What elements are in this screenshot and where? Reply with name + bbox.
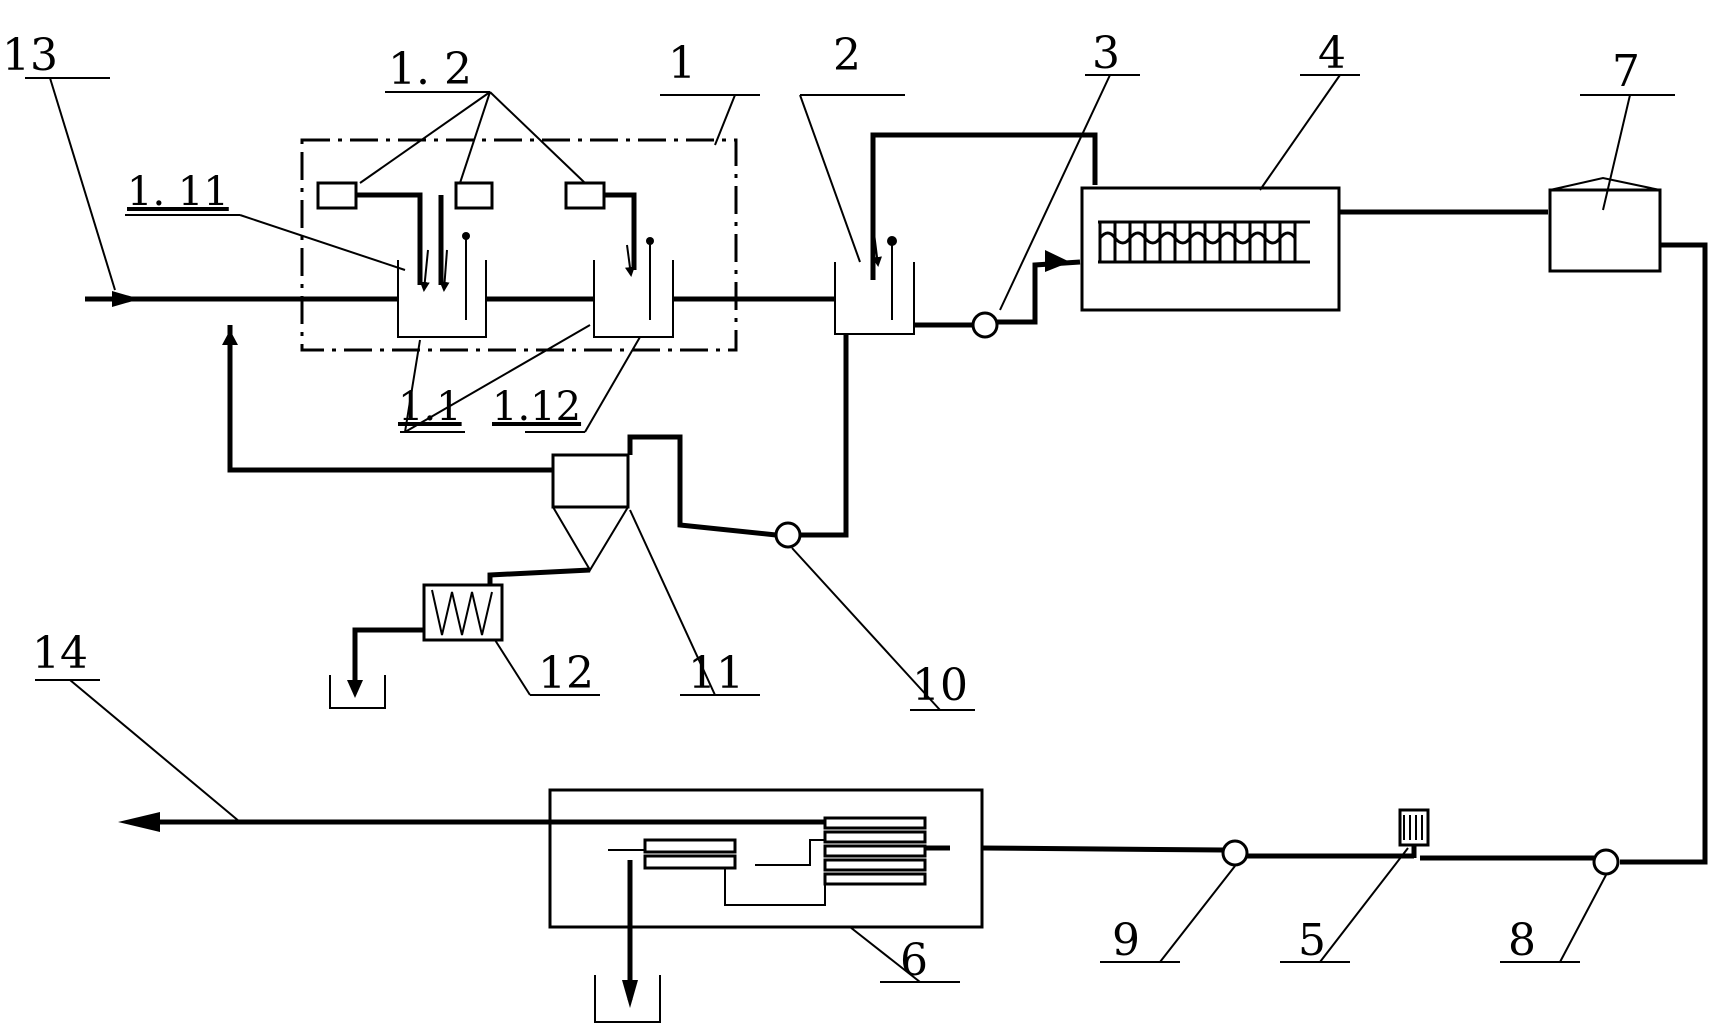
leader-lines <box>25 74 1675 983</box>
tank-2 <box>834 262 915 335</box>
label-1: 1 <box>668 38 696 89</box>
pump-10 <box>774 521 802 549</box>
settler-11-cone <box>552 506 629 572</box>
unit-1-enclosure <box>300 138 738 352</box>
label-10: 10 <box>912 660 968 711</box>
pump-9 <box>1221 839 1249 867</box>
label-1-11: 1. 11 <box>127 169 229 215</box>
dosing-line-1 <box>356 192 423 285</box>
pipe-7-to-8 <box>1620 242 1708 865</box>
ro-membranes <box>643 816 927 886</box>
recycle-line <box>227 325 553 473</box>
dosing-box-3 <box>564 181 606 210</box>
drain-12 <box>352 627 424 690</box>
pump-3 <box>971 311 999 339</box>
label-1-2: 1. 2 <box>388 44 472 95</box>
label-13: 13 <box>2 30 58 81</box>
drain-vessel-12 <box>329 675 386 709</box>
dosing-box-2 <box>454 181 494 210</box>
label-8: 8 <box>1508 915 1536 966</box>
pipe-9-to-6 <box>981 845 1224 853</box>
label-3: 3 <box>1092 28 1120 79</box>
membrane-elements <box>1098 220 1310 264</box>
label-12: 12 <box>538 648 594 699</box>
label-14: 14 <box>32 628 88 679</box>
dosing-line-3 <box>604 192 637 270</box>
drain-vessel-6 <box>594 975 661 1023</box>
pump-8 <box>1592 848 1620 876</box>
label-6: 6 <box>900 935 928 986</box>
label-4: 4 <box>1318 28 1346 79</box>
dosing-box-1 <box>316 181 358 210</box>
label-2: 2 <box>833 30 861 81</box>
label-5: 5 <box>1298 915 1326 966</box>
tank-1-12 <box>593 260 674 338</box>
return-from-4 <box>870 132 1098 280</box>
label-11: 11 <box>688 648 744 699</box>
tank-7 <box>1548 188 1662 273</box>
label-1-12: 1.12 <box>492 384 581 430</box>
settler-11 <box>551 453 630 509</box>
label-1-1: 1.1 <box>398 384 462 430</box>
unit-4-module <box>1080 186 1341 312</box>
inlet-arrow <box>112 291 140 307</box>
label-7: 7 <box>1612 46 1640 97</box>
label-9: 9 <box>1112 915 1140 966</box>
pipe-10-to-11 <box>627 434 777 538</box>
pipe-2-to-10 <box>800 334 849 538</box>
